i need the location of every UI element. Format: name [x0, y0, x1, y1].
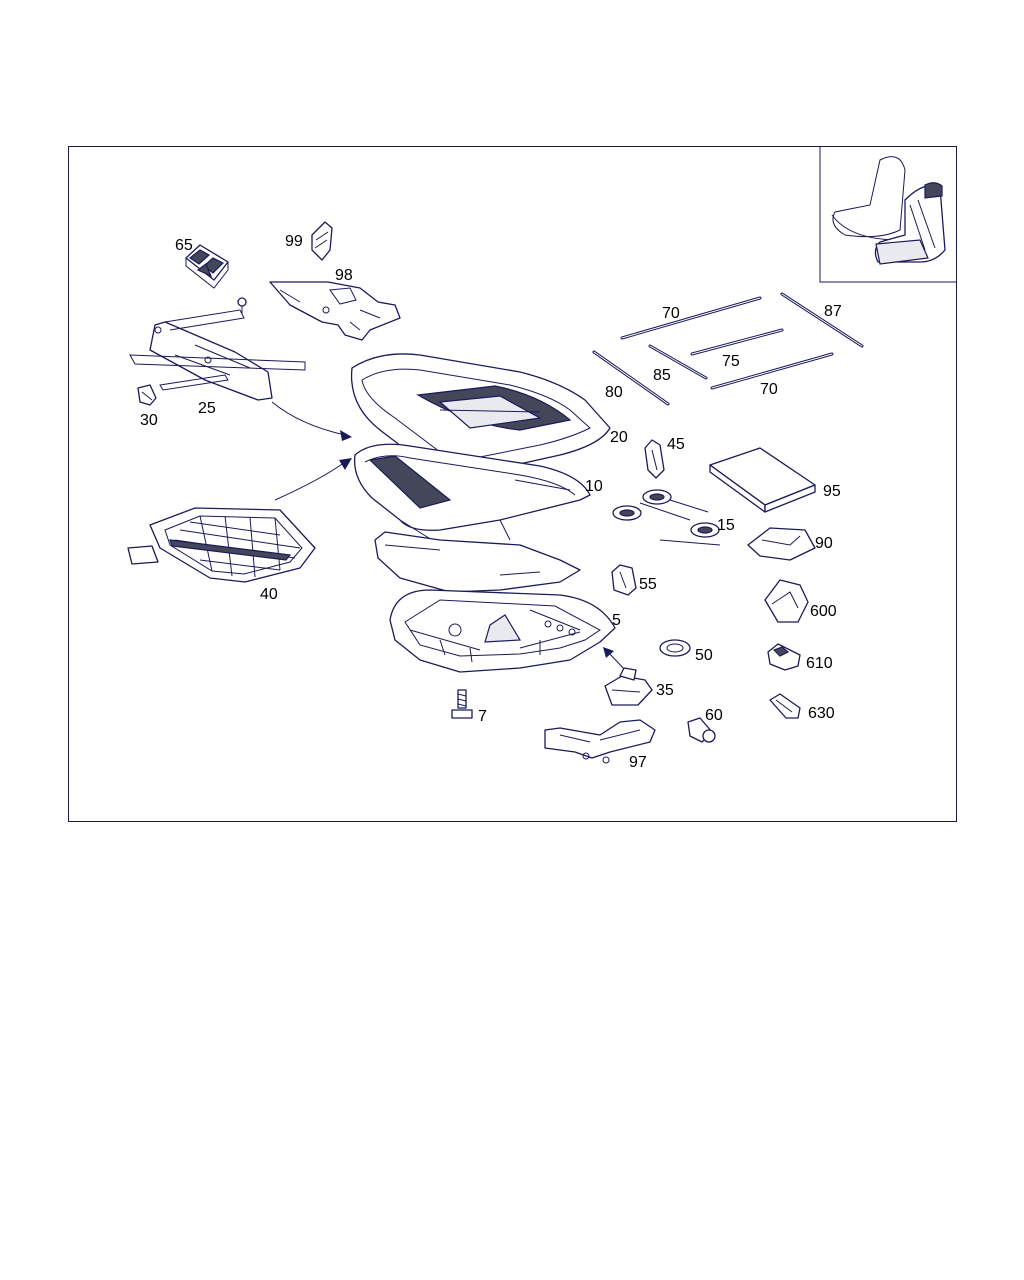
- label-600: 600: [810, 603, 837, 620]
- label-65: 65: [175, 237, 193, 254]
- part-600-housing[interactable]: [764, 579, 809, 623]
- label-80: 80: [605, 384, 623, 401]
- part-30-clip[interactable]: [137, 384, 157, 406]
- label-95: 95: [823, 483, 841, 500]
- label-630: 630: [808, 705, 835, 722]
- part-15-adjuster-set[interactable]: [612, 489, 721, 546]
- part-97-rail-bracket[interactable]: [544, 719, 656, 764]
- part-610-connector[interactable]: [767, 643, 801, 671]
- label-50: 50: [695, 647, 713, 664]
- label-45: 45: [667, 436, 685, 453]
- label-25: 25: [198, 400, 216, 417]
- part-60-plug[interactable]: [687, 717, 716, 743]
- part-5-seat-shell[interactable]: [389, 589, 616, 673]
- arrow-35-to-5: [603, 647, 626, 671]
- part-630-bulb[interactable]: [769, 693, 801, 719]
- label-90: 90: [815, 535, 833, 552]
- part-foam-pad: [374, 531, 581, 593]
- label-10: 10: [585, 478, 603, 495]
- diagram-frame: [68, 146, 957, 822]
- arrow-25-to-20: [271, 401, 352, 441]
- label-7: 7: [478, 708, 487, 725]
- part-95-foam-block[interactable]: [709, 447, 816, 513]
- label-98: 98: [335, 267, 353, 284]
- label-70-bottom: 70: [760, 381, 778, 398]
- label-85: 85: [653, 367, 671, 384]
- part-20-seat-cover[interactable]: [350, 353, 611, 477]
- label-5: 5: [612, 612, 621, 629]
- part-99-clip[interactable]: [311, 221, 333, 261]
- label-610: 610: [806, 655, 833, 672]
- part-55-clip[interactable]: [611, 564, 637, 596]
- label-30: 30: [140, 412, 158, 429]
- label-87: 87: [824, 303, 842, 320]
- part-98-bracket[interactable]: [269, 281, 401, 341]
- part-50-grommet[interactable]: [659, 639, 691, 657]
- part-35-knob[interactable]: [604, 667, 653, 706]
- wire-rods[interactable]: [592, 292, 864, 406]
- part-7-bolt[interactable]: [451, 689, 473, 719]
- part-65-switch-block[interactable]: [185, 244, 229, 289]
- part-40-heating-mat[interactable]: [127, 507, 316, 583]
- part-90-cover[interactable]: [747, 527, 816, 561]
- label-40: 40: [260, 586, 278, 603]
- label-35: 35: [656, 682, 674, 699]
- part-45-clip[interactable]: [644, 439, 665, 479]
- label-97: 97: [629, 754, 647, 771]
- label-75: 75: [722, 353, 740, 370]
- label-15: 15: [717, 517, 735, 534]
- label-60: 60: [705, 707, 723, 724]
- arrow-40-to-10: [274, 458, 352, 501]
- part-10-seat-cushion[interactable]: [353, 443, 591, 546]
- seat-overview-inset: [819, 147, 957, 283]
- part-25-side-trim[interactable]: [129, 297, 306, 401]
- label-99: 99: [285, 233, 303, 250]
- label-20: 20: [610, 429, 628, 446]
- label-55: 55: [639, 576, 657, 593]
- label-70-top: 70: [662, 305, 680, 322]
